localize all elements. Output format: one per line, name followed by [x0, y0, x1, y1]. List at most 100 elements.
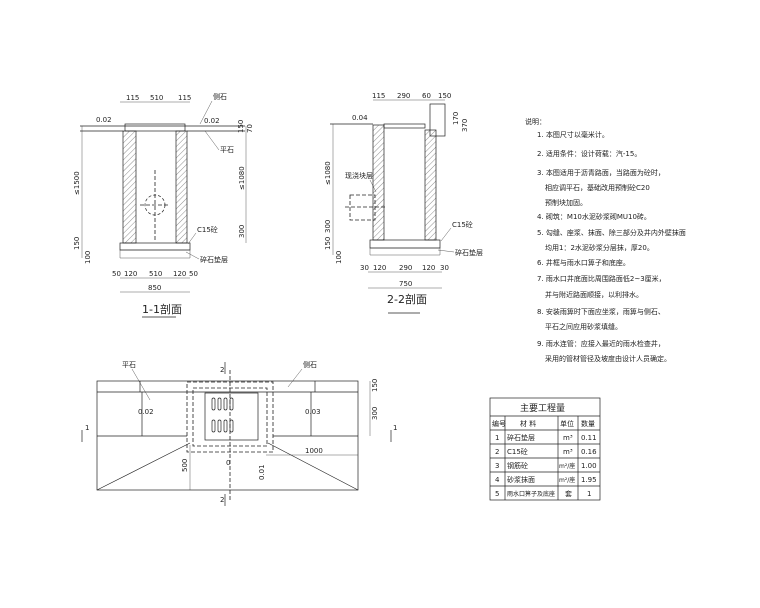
dim-text: ≤1080: [238, 166, 246, 190]
concrete-base: [119, 242, 191, 251]
dim-text: 120: [373, 264, 386, 272]
dim-text: ≤1500: [73, 171, 81, 195]
left-wall: [372, 124, 385, 241]
dim-text: 500: [181, 459, 189, 472]
inlet-outline: [186, 381, 274, 453]
dim-text: 60: [422, 92, 431, 100]
dim-text: 50: [189, 270, 198, 278]
table-title: 主要工程量: [520, 402, 565, 414]
dim-text: 510: [149, 270, 162, 278]
dim-text: 150: [438, 92, 451, 100]
notes-heading: 说明：: [525, 117, 546, 126]
note-item: 6. 井框与雨水口箅子和底座。: [537, 258, 630, 267]
concrete-base: [369, 239, 441, 249]
section-2-2: 115 290 60 150 170 370 ≤1080 300 150 100…: [324, 92, 483, 314]
right-wall: [175, 130, 188, 244]
dim-text: 120: [124, 270, 137, 278]
notes: 说明： 1. 本图尺寸以毫米计。 2. 适用条件：设计荷载：汽-15。 3. 本…: [525, 117, 686, 363]
concrete-label: C15砼: [452, 220, 473, 229]
slope-label: 0.04: [352, 114, 368, 122]
table-cell: 雨水口箅子及底座: [507, 490, 555, 498]
dim-text: 30: [440, 264, 449, 272]
note-item: 2. 适用条件：设计荷载：汽-15。: [537, 149, 641, 158]
dim-text: 290: [397, 92, 410, 100]
dim-text: 100: [335, 251, 343, 264]
dim-text: 150: [324, 237, 332, 250]
table-cell: C15砼: [507, 447, 528, 456]
dim-text: 115: [372, 92, 385, 100]
dim-text: 300: [324, 220, 332, 233]
dim-text: 115: [178, 94, 191, 102]
table-row: 4 砂浆抹面 m²/座 1.95: [495, 475, 597, 484]
slope-label: 0.03: [305, 408, 321, 416]
section-mark: 1: [85, 424, 89, 432]
layer-label: 现浇块层: [345, 171, 373, 180]
note-item: 8. 安装雨箅时下面应坐浆，雨箅与侧石、: [537, 307, 665, 316]
curb-label: 侧石: [303, 360, 317, 369]
note-item: 5. 勾缝、座浆、抹面、除三部分及井内外壁抹面: [537, 228, 686, 237]
table-cell: 碎石垫层: [507, 433, 535, 442]
table-header: 单位: [560, 419, 574, 428]
table-cell: 0.16: [581, 448, 597, 456]
flat-stone-label: 平石: [220, 146, 234, 154]
note-item: 并与附近路面顺接，以利排水。: [545, 290, 643, 299]
dim-text: 510: [150, 94, 163, 102]
pipe-stub: [349, 194, 376, 221]
section-mark: 1: [393, 424, 397, 432]
note-item: 平石之间应用砂浆填缝。: [545, 322, 622, 331]
dim-text: 100: [84, 251, 92, 264]
table-header: 编号: [492, 419, 506, 428]
note-item: 3. 本图适用于沥青路面，当路面为砼时，: [537, 168, 665, 177]
note-item: 相应调平石，基础改用预制砼C20: [545, 183, 650, 192]
concrete-label: C15砼: [197, 225, 218, 234]
curb-label: 侧石: [213, 92, 227, 101]
table-row: 2 C15砼 m³ 0.16: [495, 447, 597, 456]
dim-text: 50: [112, 270, 121, 278]
dim-text: 300: [371, 407, 379, 420]
table-cell: 1: [587, 490, 591, 498]
table-cell: 钢筋砼: [507, 461, 528, 470]
table-cell: 4: [495, 476, 500, 484]
dim-text: 120: [422, 264, 435, 272]
table-header: 材 料: [520, 419, 536, 428]
dim-text: 150: [237, 120, 245, 133]
slope-label: 0.02: [138, 408, 154, 416]
dim-text: 170: [452, 112, 460, 125]
table-cell: m³: [563, 434, 573, 442]
dim-text: 850: [148, 284, 161, 292]
table-cell: m²/座: [559, 476, 575, 484]
dim-text: 750: [399, 280, 412, 288]
dim-text: 120: [173, 270, 186, 278]
grate: [204, 392, 259, 441]
note-item: 采用的管材管径及坡度由设计人员确定。: [545, 354, 671, 363]
note-item: 预制块加固。: [545, 198, 587, 207]
section-title: 2-2剖面: [387, 292, 427, 306]
dim-text: 30: [360, 264, 369, 272]
note-item: 均用1：2水泥砂浆分层抹，厚20。: [545, 243, 654, 252]
plan-view: 平石 侧石 0.02 0.03 0.01 1000 500 0 150 300 …: [81, 360, 397, 506]
left-wall: [122, 130, 137, 244]
table-cell: 2: [495, 448, 499, 456]
flat-stone-label: 平石: [122, 361, 136, 369]
section-mark: 2: [220, 366, 224, 374]
dim-text: 150: [371, 379, 379, 392]
table-cell: 1.95: [581, 476, 597, 484]
curb-block: [429, 103, 446, 137]
table-cell: 3: [495, 462, 499, 470]
dim-text: 115: [126, 94, 139, 102]
table-cell: 套: [565, 489, 572, 498]
table-cell: m²/座: [559, 462, 575, 470]
gravel-label: 碎石垫层: [200, 255, 228, 264]
table-cell: m³: [563, 448, 573, 456]
section-title: 1-1剖面: [142, 302, 182, 316]
section-1-1: 115 510 115 ≤1500 150 100 ≤1080 300 150 …: [73, 92, 254, 318]
dim-text: 1000: [305, 447, 323, 455]
slope-label: 0.01: [258, 464, 266, 480]
note-item: 1. 本图尺寸以毫米计。: [537, 130, 609, 139]
table-cell: 砂浆抹面: [507, 475, 535, 484]
